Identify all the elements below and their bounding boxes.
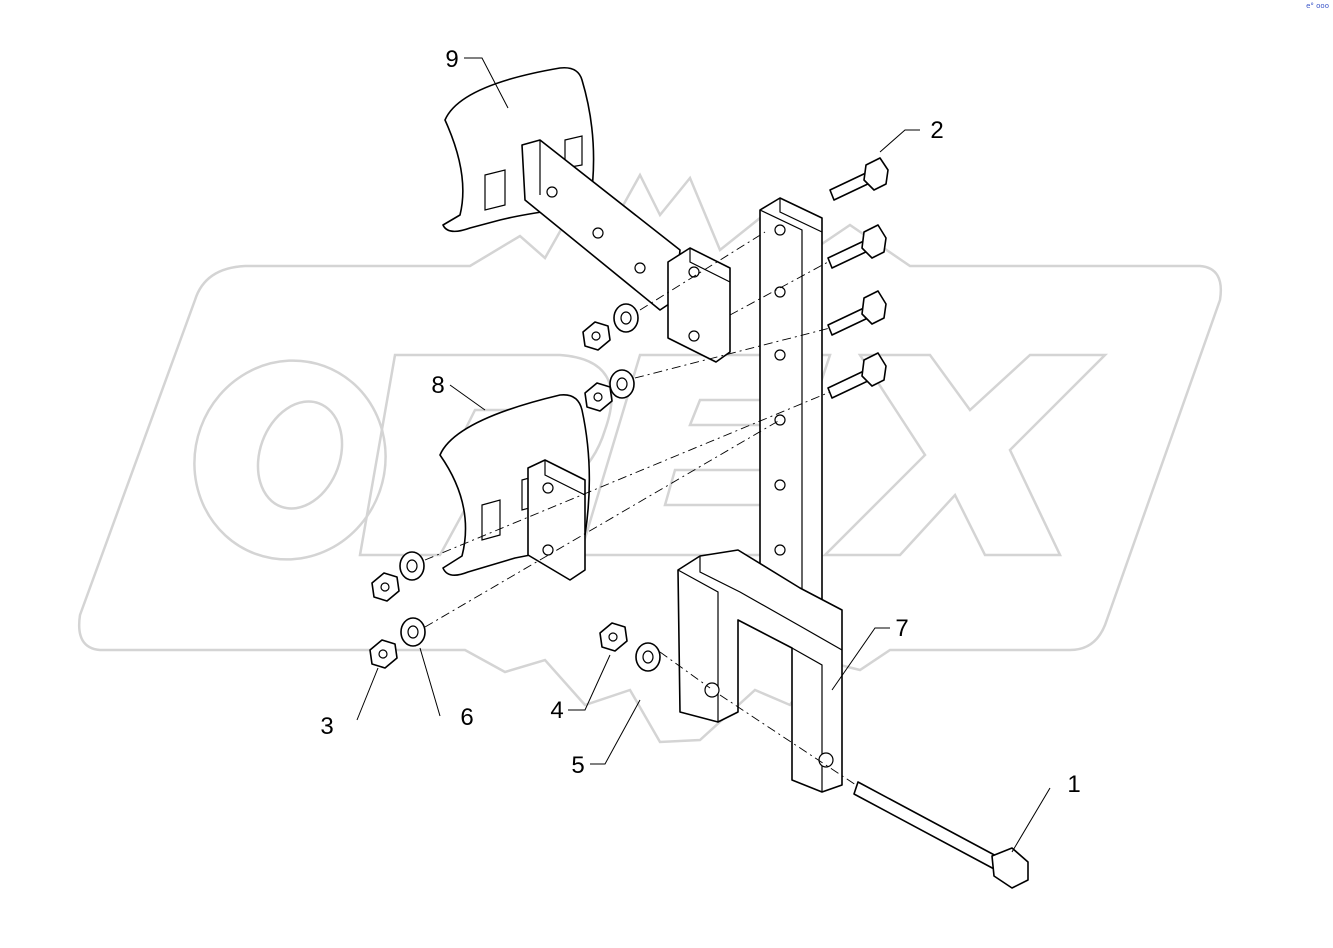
callout-2: 2	[930, 117, 943, 144]
callout-labels: 1 2 3 4 5 6 7 8 9	[320, 46, 1080, 798]
vertical-bar	[759, 197, 823, 619]
leader-lines	[356, 57, 1051, 853]
callout-1: 1	[1067, 771, 1080, 798]
callout-4: 4	[550, 697, 563, 724]
part-2-short-bolts	[827, 157, 889, 399]
callout-8: 8	[431, 372, 444, 399]
callout-9: 9	[445, 46, 458, 73]
bolt-2c	[827, 290, 887, 336]
bolt-2a	[829, 157, 889, 201]
part-7-u-clamp	[677, 549, 843, 793]
corner-mark: e° ooo	[1306, 2, 1329, 10]
part-1-long-bolt	[853, 781, 1029, 889]
callout-3: 3	[320, 713, 333, 740]
part-8-lower-shield	[439, 393, 591, 581]
callout-7: 7	[895, 615, 908, 642]
nuts-and-washers	[369, 303, 661, 672]
assembly-lines	[424, 231, 857, 786]
bolt-2d	[827, 352, 887, 399]
bolt-2b	[827, 224, 887, 269]
callout-6: 6	[460, 704, 473, 731]
callout-5: 5	[571, 752, 584, 779]
part-9-upper-shield	[442, 66, 731, 363]
